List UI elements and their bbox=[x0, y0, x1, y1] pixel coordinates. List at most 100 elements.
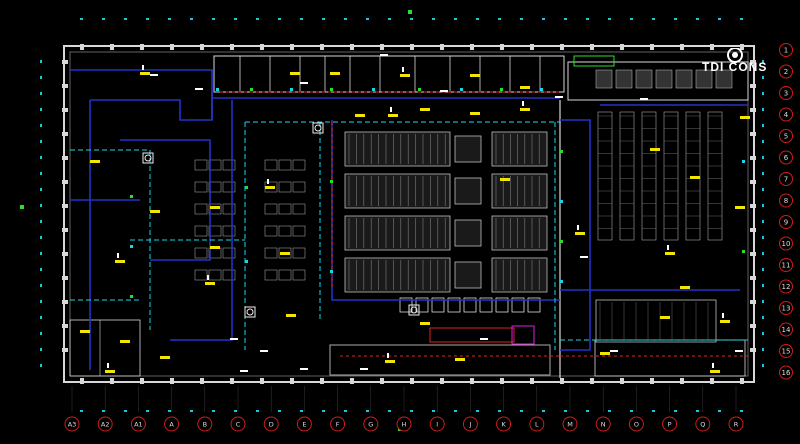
dim-tick bbox=[40, 252, 42, 255]
rack-unit bbox=[264, 247, 278, 259]
equipment-tag bbox=[500, 178, 510, 181]
column-stub bbox=[110, 44, 114, 50]
rack-unit bbox=[278, 269, 292, 281]
row-grid-bubble bbox=[779, 43, 793, 57]
dim-tick bbox=[40, 364, 42, 367]
dim-tick bbox=[652, 18, 655, 20]
device-marker bbox=[560, 280, 563, 283]
column-stub bbox=[650, 44, 654, 50]
rack-unit bbox=[194, 269, 208, 281]
rack-unit bbox=[292, 181, 306, 193]
panel-box bbox=[511, 325, 535, 345]
column-stub bbox=[380, 44, 384, 50]
cabinet bbox=[511, 297, 525, 313]
column-grid-bubble bbox=[462, 416, 478, 432]
dim-tick bbox=[674, 410, 677, 412]
equipment-tag bbox=[575, 232, 585, 235]
column-stub bbox=[750, 108, 756, 112]
dim-tick bbox=[520, 18, 523, 20]
dim-tick bbox=[322, 410, 325, 412]
column-stub bbox=[620, 378, 624, 384]
column-stub bbox=[80, 44, 84, 50]
device-marker bbox=[560, 200, 563, 203]
rack-unit bbox=[278, 181, 292, 193]
row-grid-label: 12 bbox=[782, 283, 791, 291]
equipment-tag bbox=[140, 72, 150, 75]
dim-tick bbox=[278, 410, 281, 412]
row-grid-label: 16 bbox=[782, 369, 791, 377]
column-stub bbox=[590, 44, 594, 50]
row-grid-label: 1 bbox=[784, 47, 788, 55]
column-stub bbox=[650, 378, 654, 384]
column-stub bbox=[62, 108, 68, 112]
dim-tick bbox=[256, 18, 259, 20]
dim-tick bbox=[40, 220, 42, 223]
device-marker bbox=[330, 270, 333, 273]
column-stub bbox=[750, 324, 756, 328]
column-grid-bubble bbox=[197, 416, 213, 432]
row-grid-label: 15 bbox=[782, 348, 791, 356]
rack-bank bbox=[454, 177, 482, 205]
equipment-tag bbox=[735, 206, 745, 209]
text-note bbox=[260, 350, 268, 352]
diffuser-symbol bbox=[408, 304, 420, 316]
dim-tick bbox=[40, 124, 42, 127]
dim-tick bbox=[762, 348, 764, 351]
column-stub bbox=[62, 204, 68, 208]
dim-tick bbox=[366, 410, 369, 412]
column-stub bbox=[740, 44, 744, 50]
column-grid-bubble bbox=[496, 416, 512, 432]
column-grid-label: L bbox=[535, 421, 539, 429]
rack-unit bbox=[208, 225, 222, 237]
column-grid-label: G bbox=[368, 421, 373, 429]
rack-unit bbox=[194, 225, 208, 237]
row-grid-bubble bbox=[779, 86, 793, 100]
column-grid-label: A1 bbox=[134, 421, 143, 429]
dim-tick bbox=[124, 410, 127, 412]
column-grid-bubble bbox=[595, 416, 611, 432]
cabinet bbox=[479, 297, 493, 313]
dim-tick bbox=[762, 124, 764, 127]
device-marker bbox=[500, 88, 503, 91]
equipment-tag bbox=[740, 116, 750, 119]
row-grid-label: 6 bbox=[784, 154, 789, 162]
hvac-duct bbox=[560, 119, 591, 351]
row-grid-bubble bbox=[779, 365, 793, 380]
column-stub bbox=[62, 132, 68, 136]
row-grid-label: 14 bbox=[782, 326, 791, 334]
diffuser-symbol bbox=[142, 152, 154, 164]
dim-tick bbox=[344, 410, 347, 412]
diffuser-symbol bbox=[410, 306, 418, 314]
column-stub bbox=[350, 378, 354, 384]
equipment-tag bbox=[80, 330, 90, 333]
storage-rack bbox=[597, 111, 613, 241]
chiller-unit bbox=[715, 69, 733, 89]
device-marker bbox=[216, 88, 219, 91]
dim-tick bbox=[652, 410, 655, 412]
dim-tick bbox=[762, 316, 764, 319]
column-stub bbox=[750, 276, 756, 280]
inner-wall bbox=[69, 51, 749, 377]
rack-unit bbox=[278, 247, 292, 259]
text-note bbox=[555, 96, 563, 98]
equipment-tag bbox=[120, 340, 130, 343]
row-grid-label: 7 bbox=[784, 176, 788, 184]
rack-unit bbox=[222, 159, 236, 171]
column-stub bbox=[410, 44, 414, 50]
storage-rack bbox=[707, 111, 723, 241]
column-stub bbox=[750, 204, 756, 208]
mechanical-room bbox=[567, 61, 749, 101]
column-grid-label: P bbox=[668, 421, 672, 429]
column-stub bbox=[710, 378, 714, 384]
equipment-tag bbox=[520, 86, 530, 89]
equipment-tag bbox=[470, 112, 480, 115]
row-grid-bubble bbox=[779, 129, 793, 143]
column-stub bbox=[62, 300, 68, 304]
column-grid-bubble bbox=[429, 416, 445, 432]
text-note bbox=[440, 90, 448, 92]
column-stub bbox=[750, 348, 756, 352]
dim-tick bbox=[40, 172, 42, 175]
dim-tick bbox=[762, 92, 764, 95]
column-grid-label: E bbox=[302, 421, 306, 429]
row-grid-bubble bbox=[779, 150, 793, 165]
